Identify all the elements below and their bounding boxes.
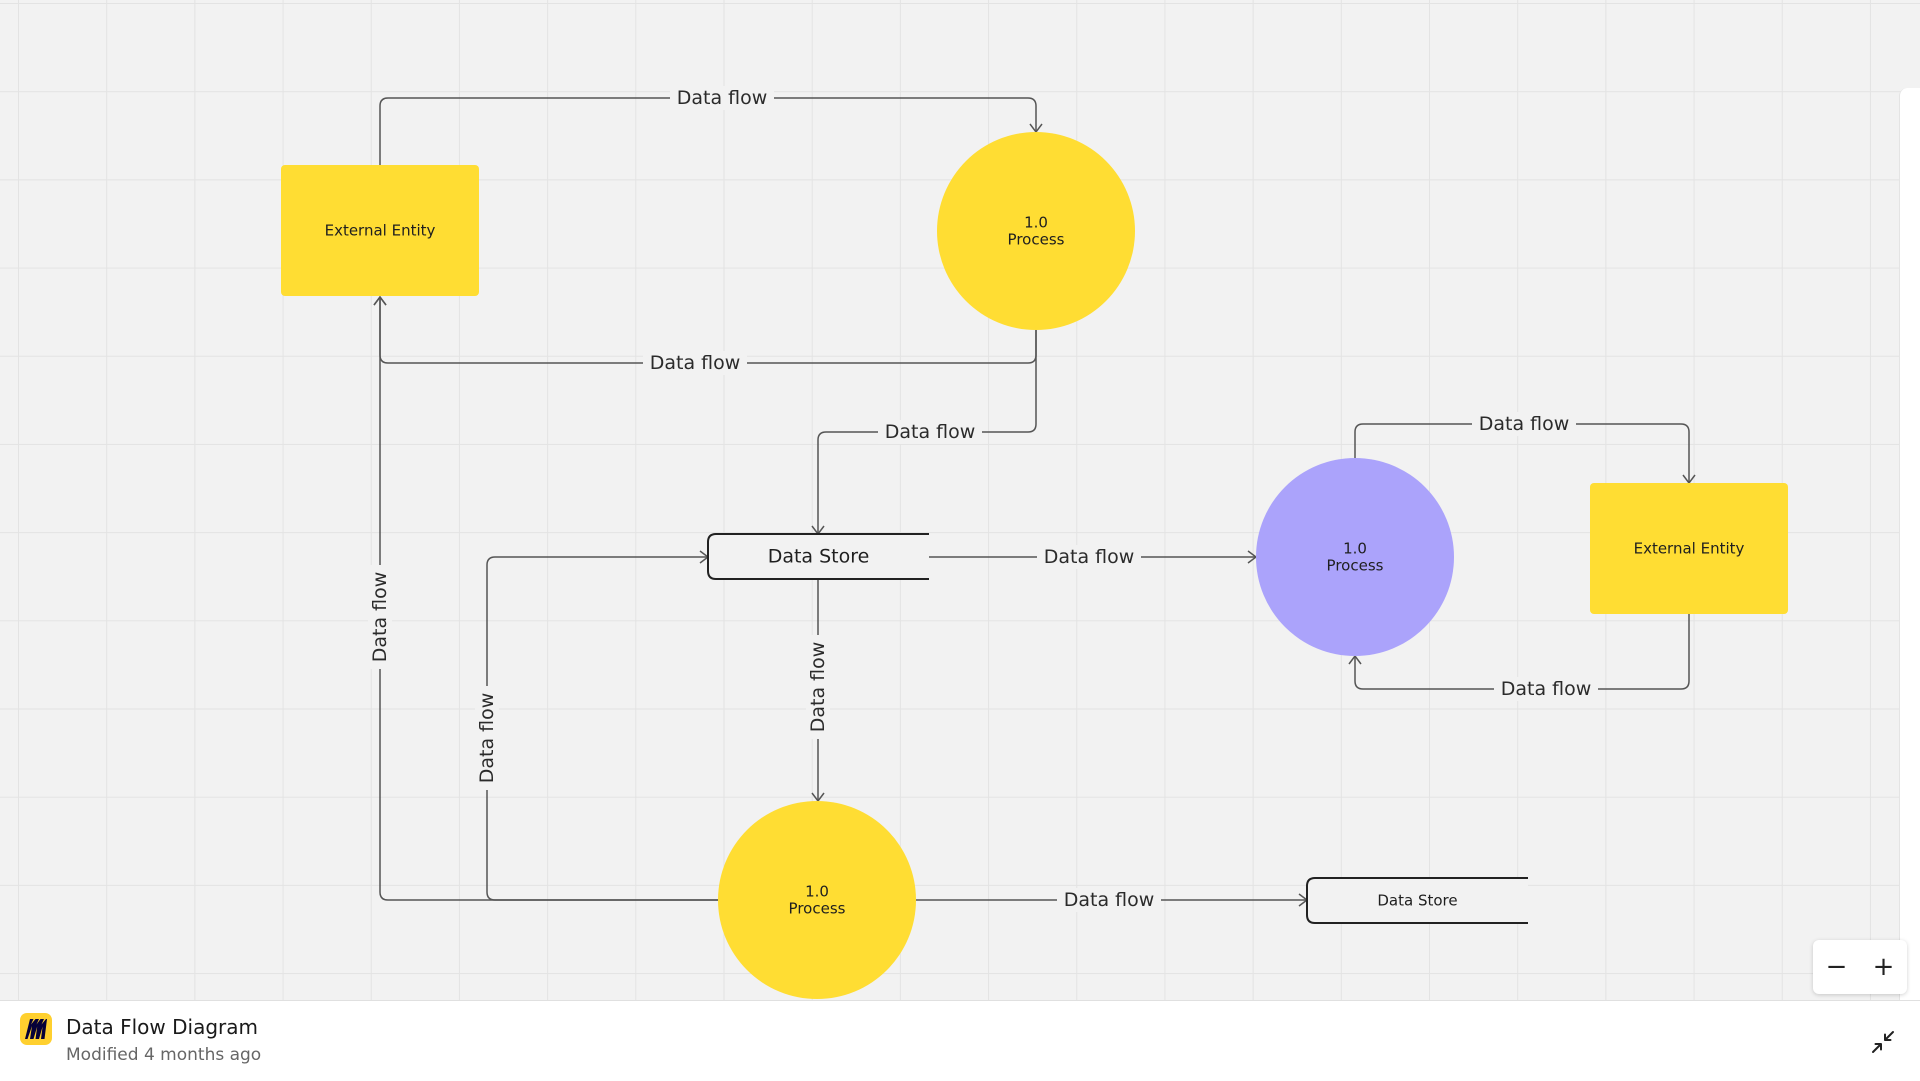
edge-label[interactable]: Data flow: [1064, 889, 1155, 911]
process-shape[interactable]: [1256, 458, 1454, 656]
data-flow-connector[interactable]: [486, 550, 718, 901]
entity-box[interactable]: [1590, 483, 1788, 614]
data-flow-connector[interactable]: [373, 295, 718, 901]
store-fill[interactable]: [708, 534, 929, 579]
edge-label-background: [670, 86, 774, 110]
node-label: Process: [789, 900, 846, 918]
edge-label-background: [1057, 888, 1161, 912]
edge-label[interactable]: Data flow: [1479, 413, 1570, 435]
edge-label-background: [806, 635, 830, 739]
edge-label[interactable]: Data flow: [885, 421, 976, 443]
process-shape[interactable]: [937, 132, 1135, 330]
zoom-in-button[interactable]: +: [1872, 952, 1895, 982]
entity-box[interactable]: [281, 165, 479, 296]
node-label: External Entity: [325, 222, 436, 240]
edge-label-group[interactable]: Data flow: [670, 86, 774, 110]
side-panel-edge: [1899, 88, 1920, 1000]
arrowhead: [811, 792, 825, 803]
external-entity[interactable]: External Entity: [281, 165, 479, 296]
edge-label-background: [1494, 677, 1598, 701]
edge-label-group[interactable]: Data flow: [1472, 412, 1576, 436]
node-label: External Entity: [1634, 540, 1745, 558]
edge-label-background: [1037, 545, 1141, 569]
node-label: Process: [1008, 231, 1065, 249]
edge-label[interactable]: Data flow: [650, 352, 741, 374]
edge-label-group[interactable]: Data flow: [1037, 545, 1141, 569]
data-store[interactable]: Data Store: [1306, 877, 1528, 924]
process-shape[interactable]: [718, 801, 916, 999]
edge-label-background: [643, 351, 747, 375]
external-entity[interactable]: External Entity: [1590, 483, 1788, 614]
edge-label[interactable]: Data flow: [1044, 546, 1135, 568]
store-outline: [1306, 877, 1528, 924]
edge-label-group[interactable]: Data flow: [1494, 677, 1598, 701]
exit-fullscreen-button[interactable]: [1866, 1025, 1900, 1059]
edge-label-group[interactable]: Data flow: [878, 420, 982, 444]
node-label: Process: [1327, 557, 1384, 575]
zoom-out-button[interactable]: −: [1825, 952, 1848, 982]
node-label: Data Store: [768, 546, 870, 568]
node-label: 1.0: [1343, 539, 1367, 557]
edge-label[interactable]: Data flow: [1501, 678, 1592, 700]
edge-label-group[interactable]: Data flow: [1057, 888, 1161, 912]
edge-label-background: [878, 420, 982, 444]
edge-label-background: [1472, 412, 1576, 436]
arrowhead: [373, 295, 387, 306]
store-fill[interactable]: [1307, 878, 1528, 923]
board-modified-time: Modified 4 months ago: [66, 1045, 262, 1065]
edge-label-group[interactable]: Data flow: [806, 635, 830, 739]
edge-label[interactable]: Data flow: [476, 693, 498, 784]
edge-label-background: [368, 565, 392, 669]
edge-label-group[interactable]: Data flow: [475, 686, 499, 790]
connector-line[interactable]: [486, 556, 718, 901]
board-footer: Data Flow Diagram Modified 4 months ago: [0, 1000, 1920, 1081]
miro-logo-icon[interactable]: [20, 1013, 52, 1045]
edge-label[interactable]: Data flow: [807, 642, 829, 733]
store-outline: [707, 533, 929, 580]
edge-label-background: [475, 686, 499, 790]
edge-label-group[interactable]: Data flow: [643, 351, 747, 375]
node-label: Data Store: [1377, 892, 1457, 910]
collapse-arrows-icon: [1872, 1031, 1894, 1053]
node-label: 1.0: [1024, 213, 1048, 231]
connector-line[interactable]: [379, 297, 718, 901]
zoom-controls: − +: [1813, 940, 1907, 994]
edge-label[interactable]: Data flow: [369, 572, 391, 663]
data-store[interactable]: Data Store: [707, 533, 929, 580]
edge-label[interactable]: Data flow: [677, 87, 768, 109]
node-label: 1.0: [805, 882, 829, 900]
edge-label-group[interactable]: Data flow: [368, 565, 392, 669]
board-title[interactable]: Data Flow Diagram: [66, 1015, 258, 1039]
